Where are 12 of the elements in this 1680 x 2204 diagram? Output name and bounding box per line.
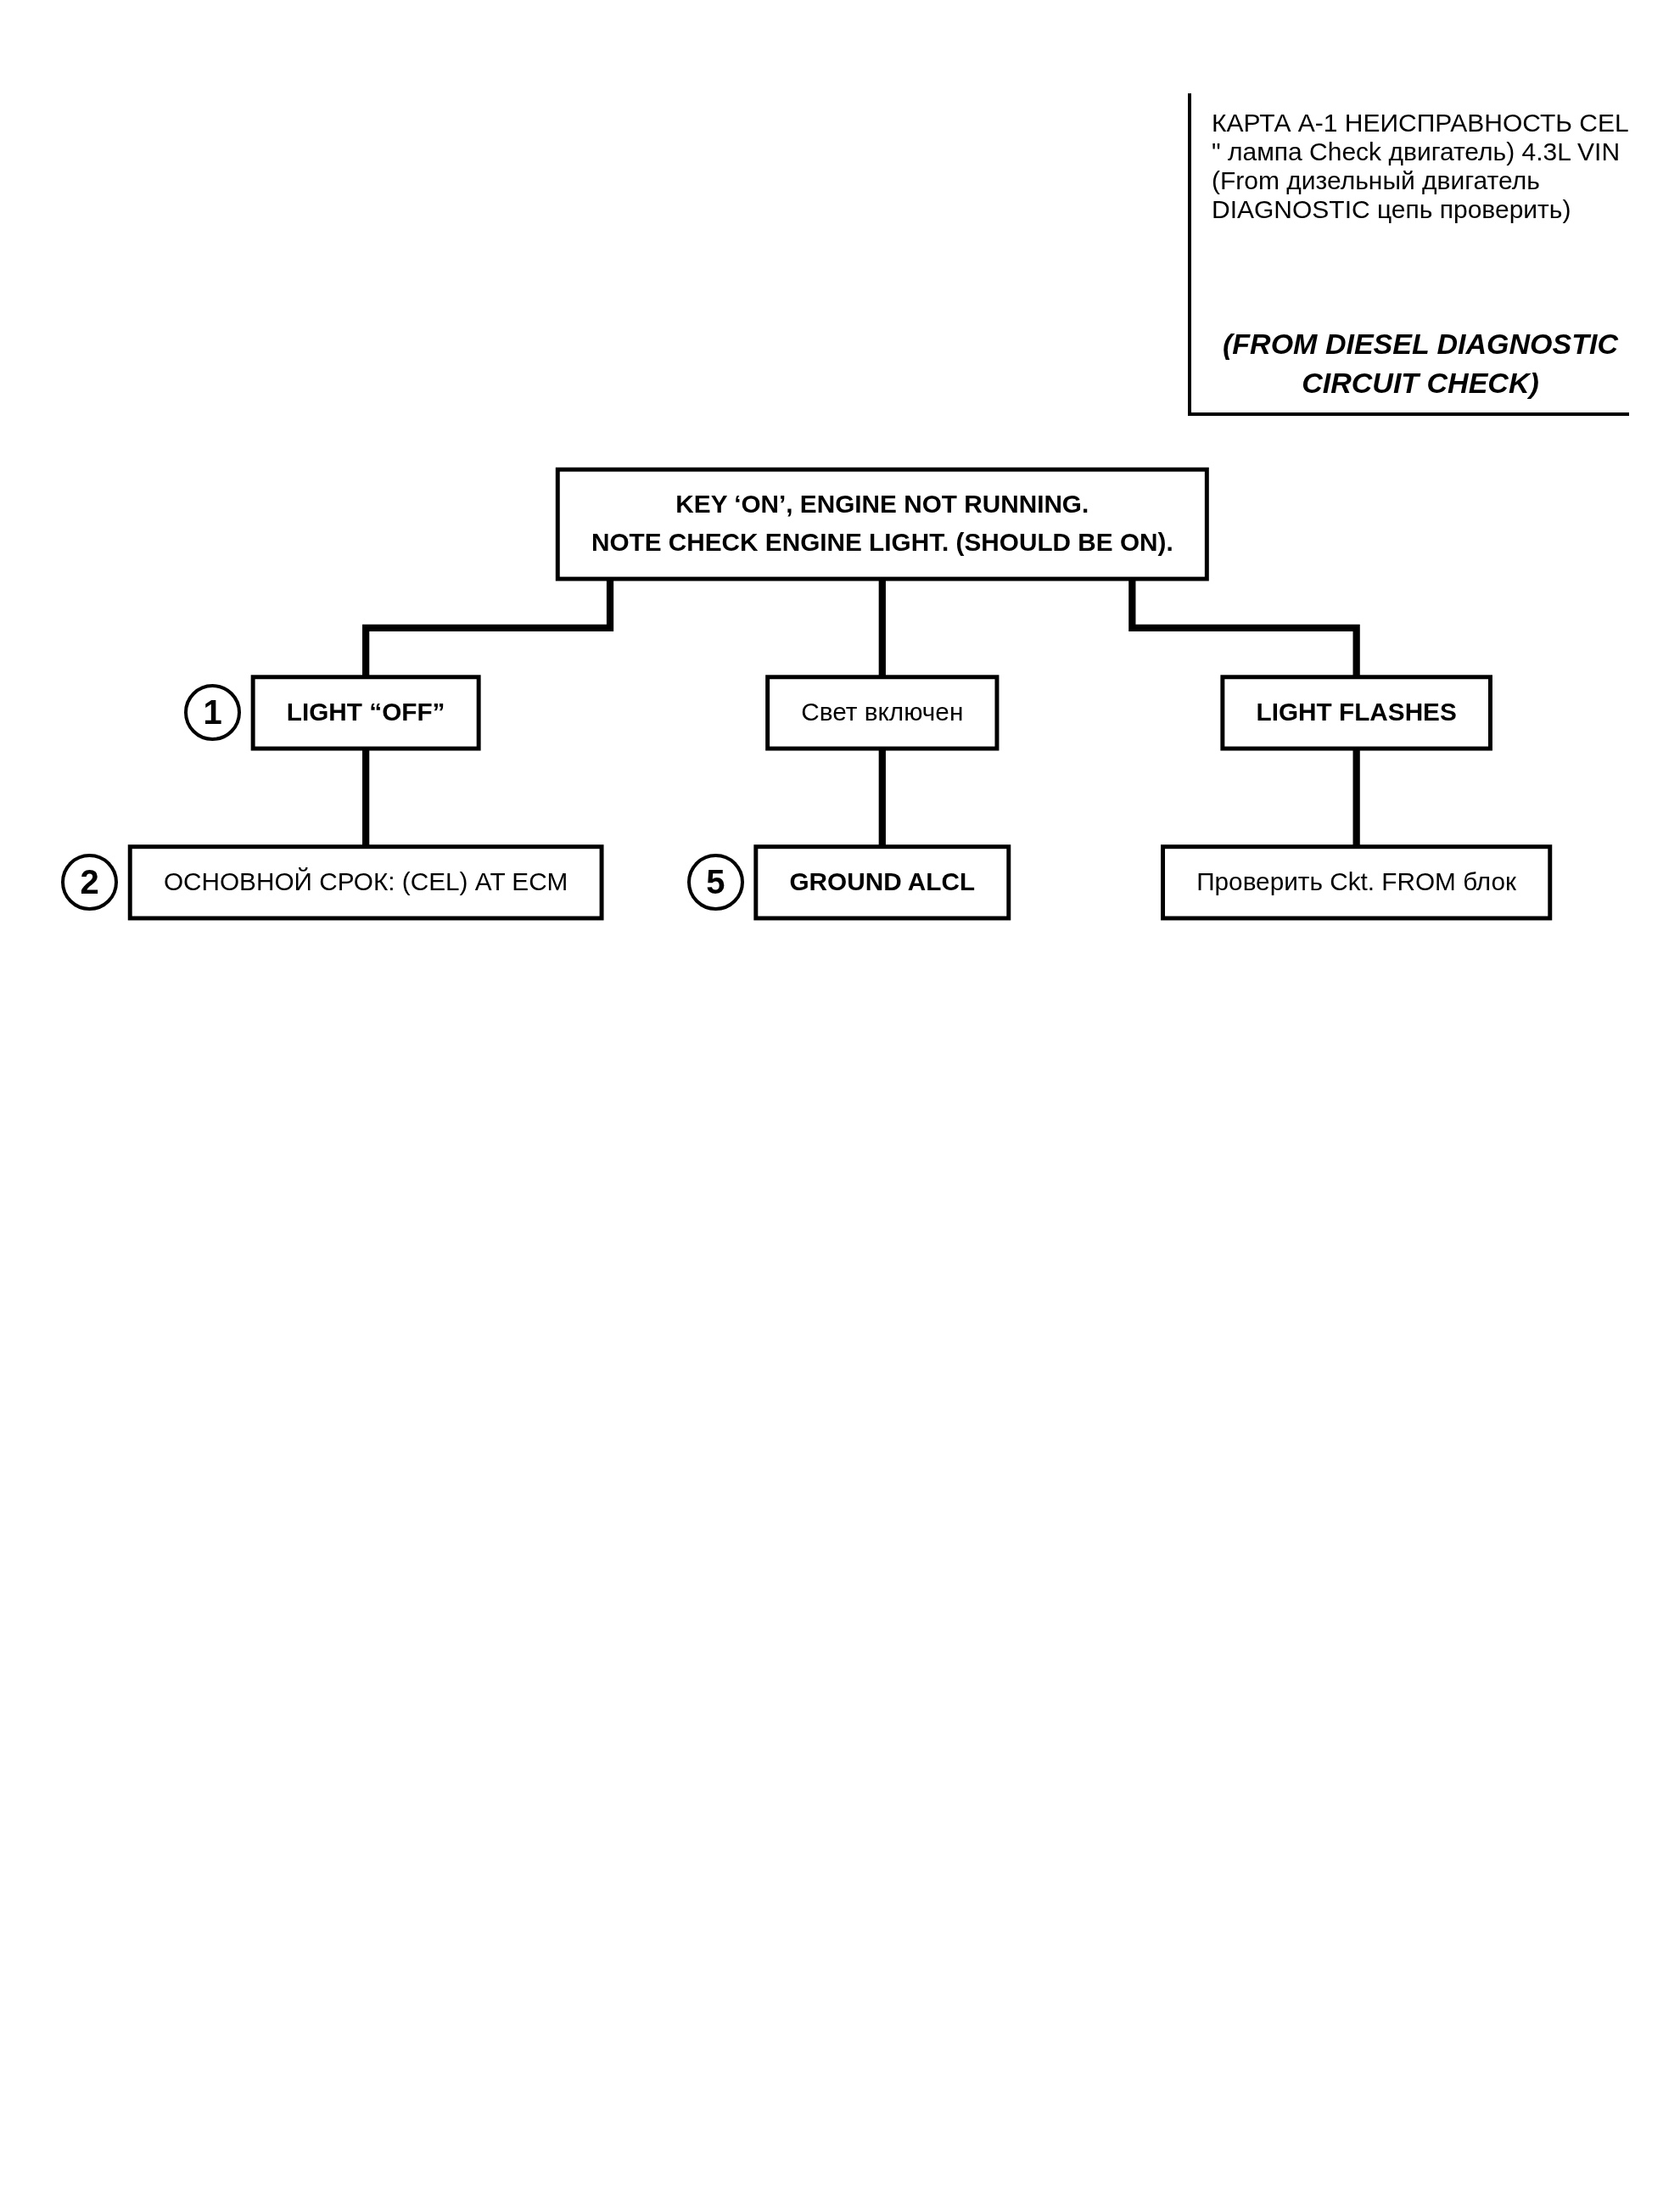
node-box: Свет включен: [765, 675, 1000, 751]
note-text: (FROM DIESEL DIAGNOSTIC CIRCUIT CHECK): [1222, 327, 1619, 401]
node-box: LIGHT “OFF”: [250, 675, 481, 751]
callout-number: 1: [184, 684, 242, 742]
node-box: Проверить Ckt. FROM блок: [1161, 844, 1553, 921]
node-box: ОСНОВНОЙ СРОК: (CEL) AT ECM: [127, 844, 604, 921]
callout-number: 5: [686, 854, 744, 911]
node-box: GROUND ALCL: [753, 844, 1011, 921]
node-box: KEY ‘ON’, ENGINE NOT RUNNING. NOTE CHECK ENGINE LIGHT. (SHOULD BE ON).: [555, 467, 1209, 581]
chart-title: КАРТА A-1 НЕИСПРАВНОСТЬ CEL " лампа Check двигатель) 4.3L VIN (From дизельный двигатель DIAGNOSTIC цепь проверить): [1212, 109, 1629, 224]
callout-number: 2: [61, 854, 119, 911]
node-box: LIGHT FLASHES: [1220, 675, 1492, 751]
